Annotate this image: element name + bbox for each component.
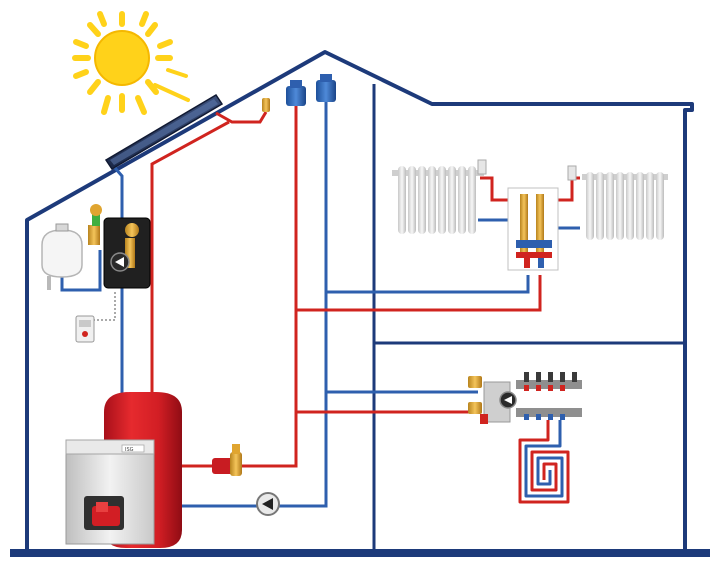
air-vent-icon [262,74,336,112]
solar-loop-pipes [60,111,268,395]
boiler-label: ISG [125,447,134,453]
expansion-vessel-icon [41,223,83,290]
radiator-manifold [507,187,559,271]
boiler: ISG [65,439,155,545]
floor-heating-manifold [468,372,582,424]
ground-line [10,549,710,557]
house-outline [25,50,694,553]
controller-icon [75,290,116,343]
solar-pump-station [88,204,151,289]
circulation-pump [256,492,280,516]
underfloor-heating-loop [518,420,570,504]
house-roof-left [25,50,694,553]
radiator-left [392,159,487,234]
heating-pipes [177,98,580,508]
sun-icon [72,11,190,115]
radiator-right [567,165,668,240]
solar-collector [104,93,224,171]
mixing-valve [212,444,242,476]
